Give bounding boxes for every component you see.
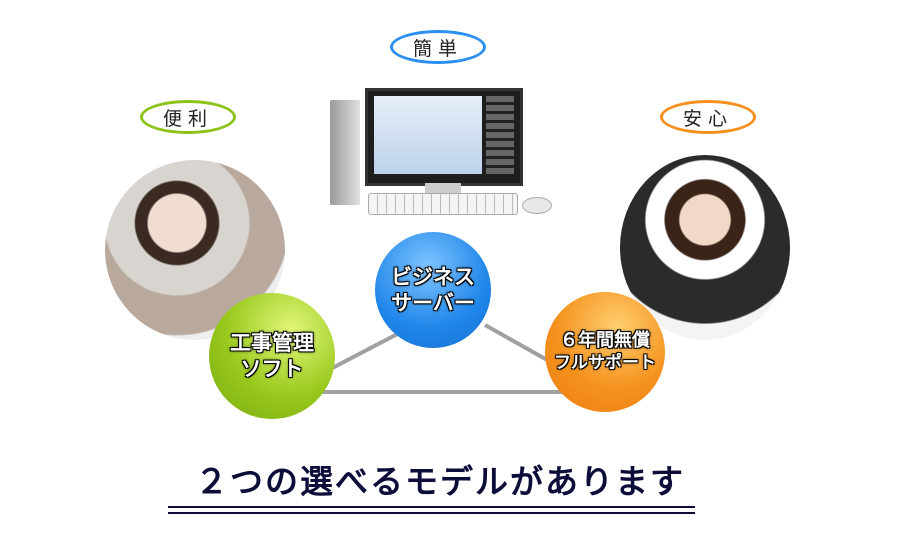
circle-construction-software: 工事管理 ソフト <box>209 293 335 419</box>
double-underline-top <box>168 506 695 508</box>
mouse <box>522 197 552 214</box>
circle-business-server: ビジネス サーバー <box>375 232 491 348</box>
headline: ２つの選べるモデルがあります <box>195 462 685 501</box>
monitor <box>365 88 523 186</box>
label-easy: 簡単 <box>390 30 486 64</box>
keyboard <box>368 193 518 215</box>
circle-line: 工事管理 <box>230 330 314 355</box>
label-secure: 安心 <box>660 100 756 134</box>
pc-tower <box>330 100 360 205</box>
circle-line: サーバー <box>391 291 475 315</box>
circle-line: ビジネス <box>391 264 475 289</box>
label-convenient: 便利 <box>140 100 236 134</box>
circle-free-support: ６年間無償 フルサポート <box>545 292 665 412</box>
photo-support-woman <box>620 155 790 340</box>
circle-line: ソフト <box>240 357 304 381</box>
circle-line: フルサポート <box>554 352 656 373</box>
circle-line: ６年間無償 <box>560 330 650 352</box>
double-underline-bottom <box>168 512 695 514</box>
